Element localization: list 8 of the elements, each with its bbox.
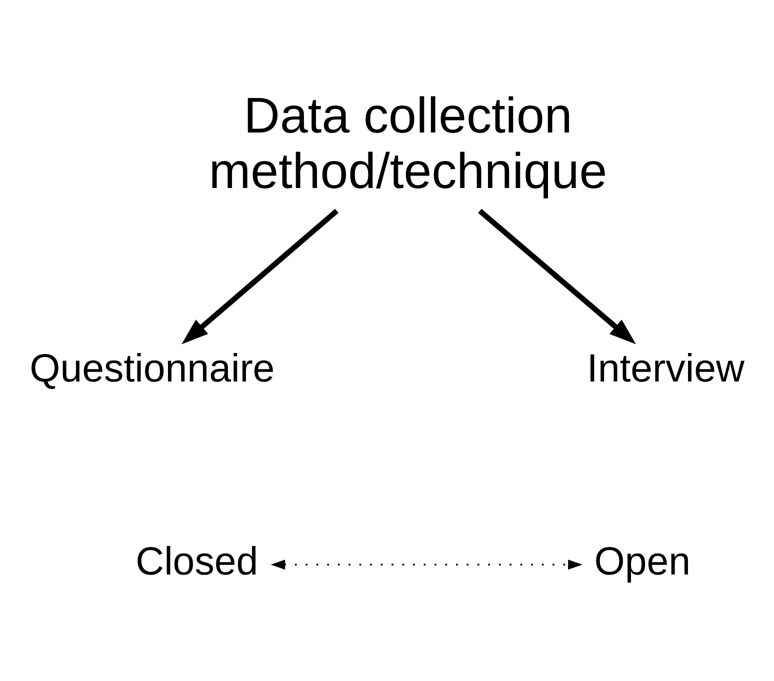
arrow xyxy=(270,559,582,570)
node-text: Closed xyxy=(136,539,258,584)
node-text: Interview xyxy=(586,346,744,390)
node-text: Data collection method/technique xyxy=(208,86,608,198)
node-text: Open xyxy=(594,539,691,584)
node-text: Questionnaire xyxy=(30,346,275,390)
arrow xyxy=(182,208,338,344)
arrow xyxy=(478,208,636,344)
